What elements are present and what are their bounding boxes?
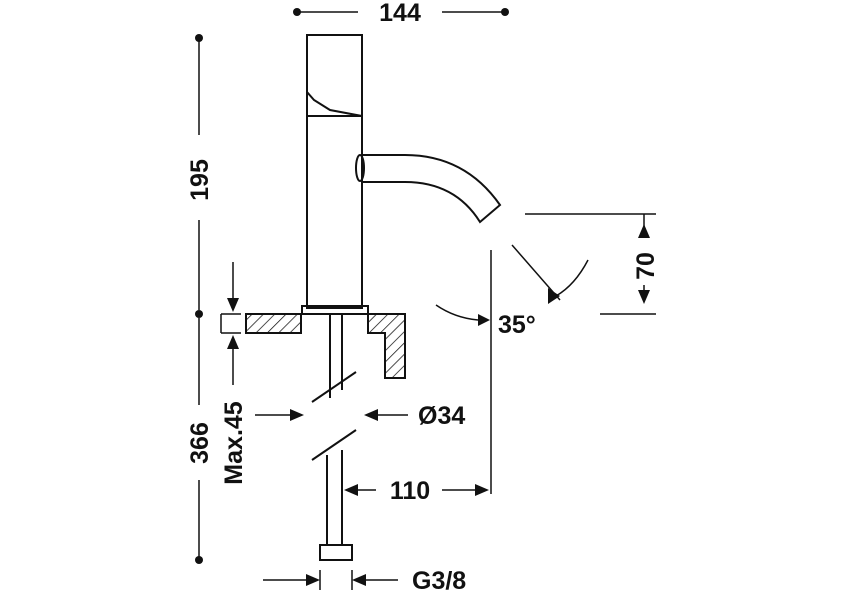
dim-max-thickness: Max.45 — [220, 262, 248, 485]
spout-drop-label: 70 — [632, 252, 660, 280]
thread-label: G3/8 — [412, 567, 466, 595]
dim-thread: G3/8 — [263, 567, 466, 595]
connector-nut — [319, 544, 353, 561]
faucet-outline — [301, 34, 502, 315]
base-plate — [301, 305, 369, 315]
faucet-body — [306, 115, 363, 309]
dim-pipe-diameter: Ø34 — [255, 402, 465, 430]
dim-spout-drop: 70 — [525, 213, 660, 315]
shank-length-label: 366 — [186, 422, 214, 464]
pipe-diameter-label: Ø34 — [418, 402, 465, 430]
max-thickness-label: Max.45 — [220, 401, 248, 484]
spout-angle-label: 35° — [498, 311, 536, 339]
lever-handle — [306, 34, 363, 118]
dim-top-width: 144 — [293, 0, 509, 27]
dim-reach: 110 — [344, 250, 492, 505]
dim-spout-angle: 35° — [435, 244, 589, 339]
spout — [362, 154, 502, 224]
supply-pipes — [311, 314, 357, 561]
top-width-label: 144 — [379, 0, 421, 27]
reach-label: 110 — [390, 477, 430, 505]
dim-left-heights: 195 366 — [186, 34, 214, 564]
countertop-section — [245, 313, 406, 379]
total-height-label: 195 — [186, 159, 214, 201]
